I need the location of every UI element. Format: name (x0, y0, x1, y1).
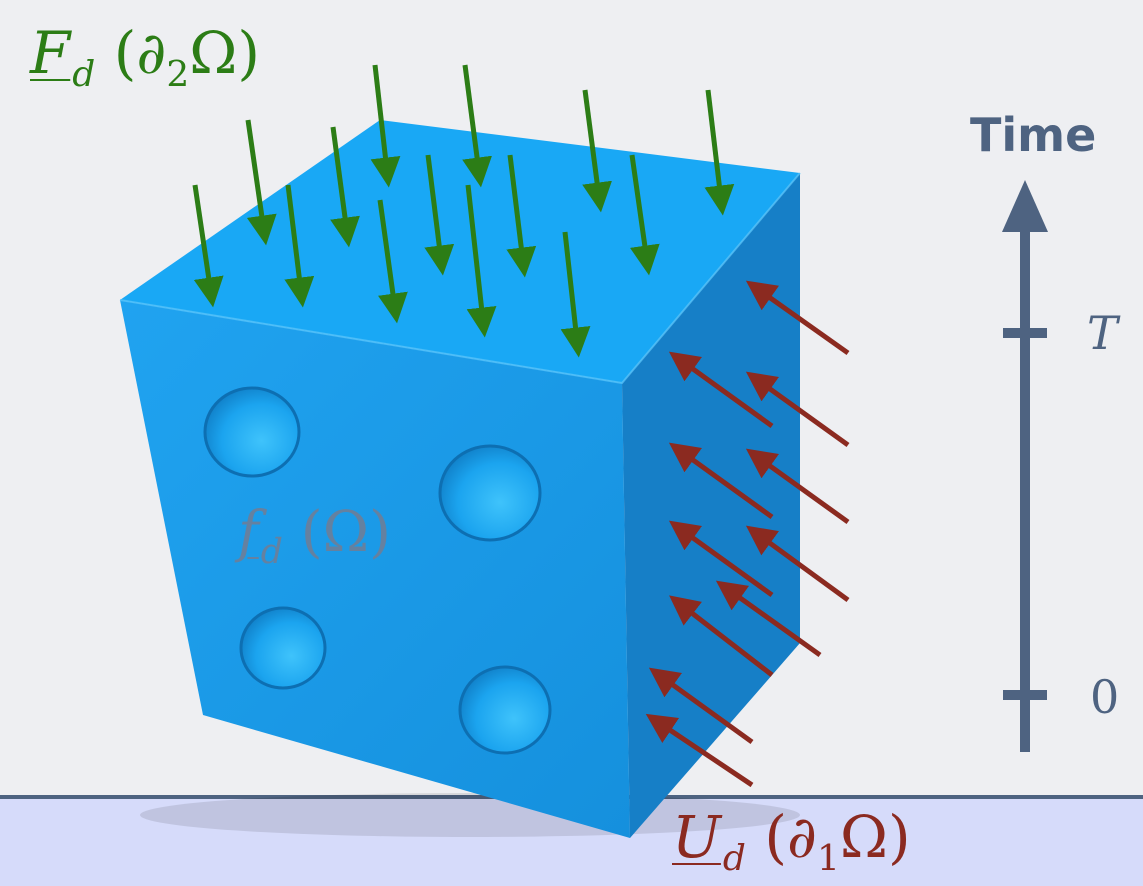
arrow-down-icon (465, 184, 497, 338)
displacement-subscript: d (722, 837, 746, 879)
arrow-up-left-icon (648, 667, 754, 745)
arrow-down-icon (330, 126, 360, 248)
arrow-down-icon (582, 89, 612, 213)
body-force-symbol: f (238, 500, 259, 565)
arrow-down-icon (629, 154, 660, 276)
time-tick-label-0: 0 (1090, 670, 1120, 724)
time-axis (1002, 180, 1048, 752)
arrow-up-left-icon (715, 580, 822, 658)
traction-label: Fd (∂2Ω) (30, 19, 260, 95)
arrow-down-icon (245, 119, 277, 246)
body-force-domain-set: Ω (322, 500, 370, 565)
arrow-up-left-icon (668, 351, 774, 429)
displacement-domain-subscript: 1 (816, 837, 840, 879)
arrow-down-icon (506, 154, 537, 278)
arrow-down-icon (377, 199, 408, 324)
cube-front-face (120, 300, 630, 838)
hole-bottom-left (239, 606, 327, 690)
arrow-down-icon (462, 64, 492, 188)
displacement-arrows (645, 280, 850, 788)
cube-edge-highlight (119, 172, 801, 385)
time-tick-label-T: T (1087, 306, 1118, 360)
hole-top-right (438, 444, 542, 542)
body-force-label: fd (Ω) (238, 500, 391, 573)
arrow-up-left-icon (745, 371, 850, 448)
arrow-up-left-icon (745, 448, 850, 525)
traction-symbol: F (30, 19, 71, 87)
displacement-domain-set: Ω (839, 803, 888, 871)
arrow-down-icon (560, 231, 591, 358)
arrow-up-left-icon (645, 713, 754, 788)
arrow-up-left-icon (745, 280, 850, 356)
arrow-down-icon (192, 184, 224, 308)
arrow-down-icon (704, 89, 735, 216)
arrow-up-left-icon (668, 442, 774, 520)
traction-domain-subscript: 2 (166, 53, 190, 95)
time-axis-title: Time (970, 108, 1097, 162)
arrow-down-icon (284, 184, 315, 308)
arrow-up-left-icon (668, 520, 774, 598)
traction-arrows (192, 64, 735, 358)
arrow-down-icon (370, 64, 401, 188)
hole-bottom-right (458, 665, 552, 755)
arrow-up-icon (1002, 180, 1048, 232)
displacement-label: Ud (∂1Ω) (672, 803, 911, 879)
arrow-up-left-icon (669, 595, 774, 677)
traction-subscript: d (72, 53, 96, 95)
traction-domain-symbol: ∂ (136, 19, 167, 87)
arrow-up-left-icon (745, 525, 850, 603)
displacement-domain-symbol: ∂ (786, 803, 817, 871)
traction-domain-set: Ω (189, 19, 238, 87)
cube-holes (203, 386, 552, 755)
hole-top-left (203, 386, 301, 478)
body-force-subscript: d (260, 532, 283, 573)
displacement-symbol: U (672, 803, 721, 871)
arrow-down-icon (424, 154, 455, 276)
